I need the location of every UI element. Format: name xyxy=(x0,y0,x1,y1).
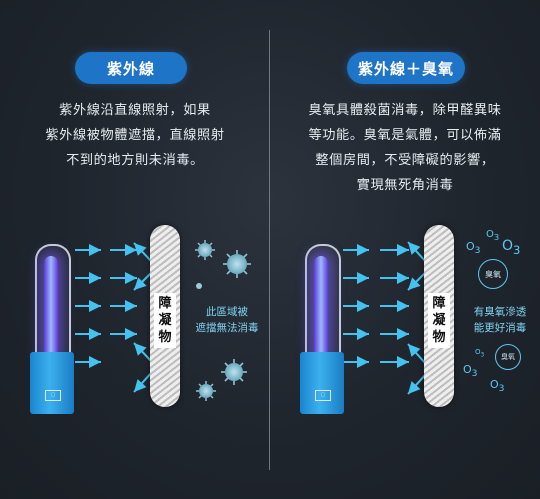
ozone-bubble: 臭氧 xyxy=(495,344,521,370)
uv-lamp-glow xyxy=(314,256,328,360)
ozone-bubble: 臭氧 xyxy=(478,259,508,289)
o3-symbol: O3 xyxy=(475,348,485,359)
uv-shadow-note: 此區域被 遮擋無法消毒 xyxy=(186,304,268,336)
uv-ozone-panel: 紫外線＋臭氧 臭氧具體殺菌消毒，除甲醛異味 等功能。臭氧是氣體，可以佈滿 整個房… xyxy=(270,0,540,499)
ozone-description-line: 等功能。臭氧是氣體，可以佈滿 xyxy=(308,128,502,143)
obstacle-char: 凝 xyxy=(432,313,446,328)
o3-symbol: O3 xyxy=(502,238,521,257)
obstacle-char: 凝 xyxy=(158,313,172,328)
lamp-logo-icon: ▢ xyxy=(45,390,61,401)
note-line: 遮擋無法消毒 xyxy=(195,322,259,334)
obstacle-char: 障 xyxy=(158,296,172,311)
uv-only-panel: 紫外線 紫外線沿直線照射，如果 紫外線被物體遮擋，直線照射 不到的地方則未消毒。 xyxy=(0,52,270,416)
ozone-description: 臭氧具體殺菌消毒，除甲醛異味 等功能。臭氧是氣體，可以佈滿 整個房間，不受障礙的… xyxy=(270,98,540,198)
uv-lamp: ▢ xyxy=(300,244,344,416)
uv-reflect-arrow xyxy=(133,342,153,363)
germ-icons xyxy=(195,240,251,401)
uv-reflect-arrow xyxy=(407,271,427,291)
obstacle-bar: 障 凝 物 xyxy=(150,225,180,407)
uv-ray-arrows xyxy=(75,242,153,393)
uv-title-badge: 紫外線 xyxy=(75,52,187,84)
o3-symbol: O3 xyxy=(486,229,500,242)
ozone-note: 有臭氧滲透 能更好消毒 xyxy=(460,304,540,336)
ozone-description-line: 整個房間，不受障礙的影響， xyxy=(315,153,495,168)
germ-icon xyxy=(223,250,251,278)
uv-lamp-glow xyxy=(44,256,58,360)
uv-description-line: 紫外線沿直線照射，如果 xyxy=(59,103,211,118)
uv-reflect-arrow xyxy=(133,371,153,393)
obstacle-label: 障 凝 物 xyxy=(428,293,450,348)
ozone-description-line: 實現無死角消毒 xyxy=(356,178,454,193)
obstacle-bar: 障 凝 物 xyxy=(424,225,454,407)
o3-symbol: O3 xyxy=(490,378,505,395)
uv-reflect-arrow xyxy=(133,242,153,263)
germ-icon xyxy=(221,359,247,385)
note-line: 有臭氧滲透 xyxy=(473,306,527,318)
uv-lamp-base: ▢ xyxy=(300,352,344,414)
obstacle-char: 物 xyxy=(158,330,172,345)
germ-icon xyxy=(196,381,216,401)
note-line: 能更好消毒 xyxy=(473,322,527,334)
uv-reflect-arrow xyxy=(407,343,427,365)
uv-reflect-arrow xyxy=(407,241,427,263)
uv-ozone-title-badge: 紫外線＋臭氧 xyxy=(347,52,465,84)
obstacle-label: 障 凝 物 xyxy=(154,293,176,348)
obstacle-char: 物 xyxy=(432,330,446,345)
germ-icon xyxy=(196,283,202,289)
uv-arrows-and-germs xyxy=(75,240,251,401)
uv-reflect-arrow xyxy=(407,373,427,395)
o3-symbol: O3 xyxy=(463,363,478,380)
ozone-description-line: 臭氧具體殺菌消毒，除甲醛異味 xyxy=(308,103,502,118)
uv-lamp: ▢ xyxy=(30,244,74,416)
obstacle-char: 障 xyxy=(432,296,446,311)
o3-symbol: O3 xyxy=(466,240,481,257)
germ-icon xyxy=(195,240,215,260)
uv-reflect-arrow xyxy=(133,271,153,291)
lamp-logo-icon: ▢ xyxy=(315,390,331,401)
panel-divider xyxy=(269,30,270,470)
uv-description: 紫外線沿直線照射，如果 紫外線被物體遮擋，直線照射 不到的地方則未消毒。 xyxy=(0,98,270,173)
uv-lamp-base: ▢ xyxy=(30,352,74,414)
note-line: 此區域被 xyxy=(206,306,248,318)
ozone-arrows xyxy=(343,241,427,395)
uv-description-line: 不到的地方則未消毒。 xyxy=(66,153,204,168)
uv-description-line: 紫外線被物體遮擋，直線照射 xyxy=(45,128,225,143)
